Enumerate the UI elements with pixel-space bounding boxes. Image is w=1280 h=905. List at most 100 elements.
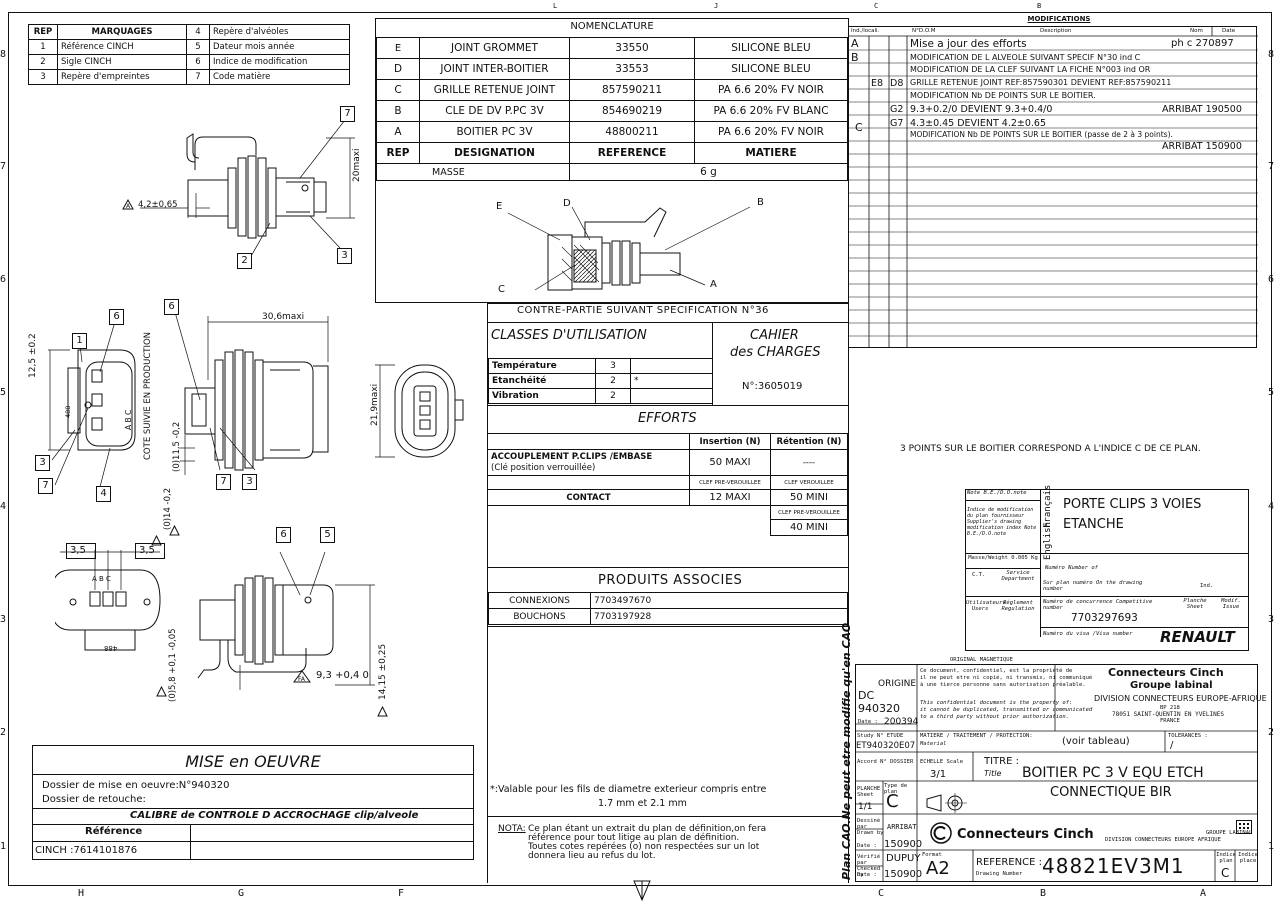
frame-letter: B — [1040, 888, 1047, 899]
nota-label: NOTA: — [498, 824, 526, 834]
dim-14: (0)14 -0,2 — [163, 487, 173, 530]
nom-head-designation: DESIGNATION — [419, 142, 570, 164]
dim-4-2: 4,2±0,65 — [138, 200, 178, 210]
nom-rep: E — [376, 37, 420, 59]
delta-symbol-icon — [377, 706, 388, 717]
renault-modif-note: Indice de modification du plan fournisse… — [967, 507, 1037, 537]
mod-row-text: MODIFICATION Nb DE POINTS SUR LE BOITIER… — [910, 91, 1096, 100]
cart-reference-label: REFERENCE : — [976, 857, 1042, 868]
fa-symbol-icon: FA — [293, 670, 311, 683]
code-488-front: 488 — [64, 405, 72, 418]
renault-original: ORIGINAL MAGNETIQUE — [950, 657, 1013, 663]
nom-designation: JOINT GROMMET — [419, 37, 570, 59]
class-extra — [630, 388, 713, 404]
cart-study-no: ET940320E07 — [856, 741, 916, 751]
frame-number: 7 — [0, 161, 7, 172]
frame-letter: L — [553, 2, 558, 10]
nomenclature-title: NOMENCLATURE — [570, 21, 654, 32]
exploded-view-drawing — [507, 206, 751, 291]
label-b: B — [757, 197, 764, 208]
cart-voir: (voir tableau) — [1062, 736, 1130, 747]
frame-number: 8 — [0, 49, 7, 60]
nota-line: référence pour tout litige au plan de dé… — [528, 833, 740, 843]
frame-letter: G — [238, 888, 245, 899]
mod-row-right: ARRIBAT 190500 — [1162, 104, 1242, 115]
frame-number: 2 — [0, 727, 7, 738]
three-points-note: 3 POINTS SUR LE BOITIER CORRESPOND A L'I… — [900, 444, 1201, 454]
cart-matiere-label: MATIERE / TRAITEMENT / PROTECTION: — [920, 733, 1033, 739]
marker-5-bottom: 5 — [320, 527, 335, 543]
efforts-acc-sub: (Clé position verrouillée) — [491, 462, 596, 473]
marker-3-top: 3 — [337, 248, 352, 264]
cart-notice: This confidential document is the proper… — [920, 700, 1073, 706]
markings-label: Code matière — [209, 69, 350, 85]
mod-row-a: A — [851, 37, 859, 50]
mise-retouche: Dossier de retouche: — [42, 794, 146, 805]
markings-rep: 2 — [28, 54, 58, 70]
note-fils: *:Valable pour les fils de diametre exte… — [490, 784, 767, 795]
labinal-logo-icon — [1236, 820, 1252, 834]
efforts-contact-ret2: 40 MINI — [770, 519, 848, 536]
cart-indice-value: C — [1221, 866, 1230, 880]
renault-numero: Numéro Number of — [1045, 565, 1098, 571]
nom-rep: A — [376, 121, 420, 143]
nom-matiere: SILICONE BLEU — [694, 58, 848, 80]
cart-format-value: A2 — [926, 858, 950, 879]
renault-masse: Masse/Weight 0.005 Kg — [968, 555, 1038, 561]
cart-division: DIVISION CONNECTEURS EUROPE-AFRIQUE — [1094, 694, 1267, 703]
cart-dc: DC — [858, 689, 875, 702]
nom-reference: 33550 — [569, 37, 695, 59]
title-block — [855, 664, 1258, 882]
side-view-drawing — [174, 311, 329, 475]
marker-2-top: 2 — [237, 253, 252, 269]
vertical-cao-note: Plan CAO.Ne peut etre modifie qu'en CAO — [840, 622, 853, 880]
marker-6-front: 6 — [109, 309, 124, 325]
frame-number: 4 — [1268, 501, 1275, 512]
cart-date-3: 150900 — [884, 869, 923, 880]
dim-3-5-a: 3,5 — [70, 545, 86, 556]
cart-titre-2: CONNECTIQUE BIR — [1050, 785, 1172, 800]
frame-letter: B — [1037, 2, 1042, 10]
cart-titre-label: TITRE : — [984, 756, 1019, 767]
frame-number: 6 — [0, 274, 7, 285]
markings-label: Indice de modification — [209, 54, 350, 70]
cart-notice: à une tierce personne sans autorisation … — [920, 682, 1086, 688]
nom-reference: 854690219 — [569, 100, 695, 122]
marker-7-top: 7 — [340, 106, 355, 122]
nomenclature-box — [375, 18, 849, 303]
cahier-title-2: des CHARGES — [730, 345, 821, 360]
cart-type: Type de plan — [884, 783, 908, 795]
nom-matiere: PA 6.6 20% FV NOIR — [694, 79, 848, 101]
frame-letter: C — [878, 888, 885, 899]
cart-division-small: DIVISION CONNECTEURS EUROPE AFRIQUE — [1105, 837, 1221, 843]
marker-1-front: 1 — [72, 333, 87, 349]
front-view-drawing — [48, 324, 136, 488]
divider — [487, 405, 849, 406]
frame-letter: F — [398, 888, 405, 899]
cart-addr: 78051 SAINT-QUENTIN EN YVELINES — [1112, 711, 1224, 718]
mod-head-date: Date — [1222, 28, 1236, 34]
nota-text: Ce plan étant un extrait du plan de défi… — [528, 825, 766, 861]
abc-marking: A B C — [124, 409, 133, 430]
cahier-number: N°:3605019 — [742, 381, 803, 392]
dim-21-9: 21,9maxi — [370, 383, 380, 426]
mod-row-text: GRILLE RETENUE JOINT REF:857590301 DEVIE… — [910, 78, 1172, 87]
label-d: D — [563, 198, 571, 209]
mod-head-nom: Nom — [1190, 28, 1203, 34]
cart-notice: il ne peut etre ni copié, ni transmis, n… — [920, 675, 1093, 681]
renault-modif: Modif. Issue — [1221, 598, 1241, 610]
efforts-contact-label: CONTACT — [488, 489, 690, 506]
spec-box — [487, 303, 849, 627]
markings-label: Repère d'empreintes — [57, 69, 187, 85]
nom-rep: B — [376, 100, 420, 122]
cote-suivie: COTE SUIVIE EN PRODUCTION — [143, 331, 153, 460]
nota-line: Toutes cotes repérées (o) non respectées… — [528, 842, 760, 852]
frame-number: 2 — [1268, 727, 1275, 738]
markings-label: Référence CINCH — [57, 39, 187, 55]
cart-country: FRANCE — [1160, 718, 1180, 724]
rear-view-drawing — [375, 364, 464, 458]
markings-head-rep: REP — [28, 24, 58, 40]
